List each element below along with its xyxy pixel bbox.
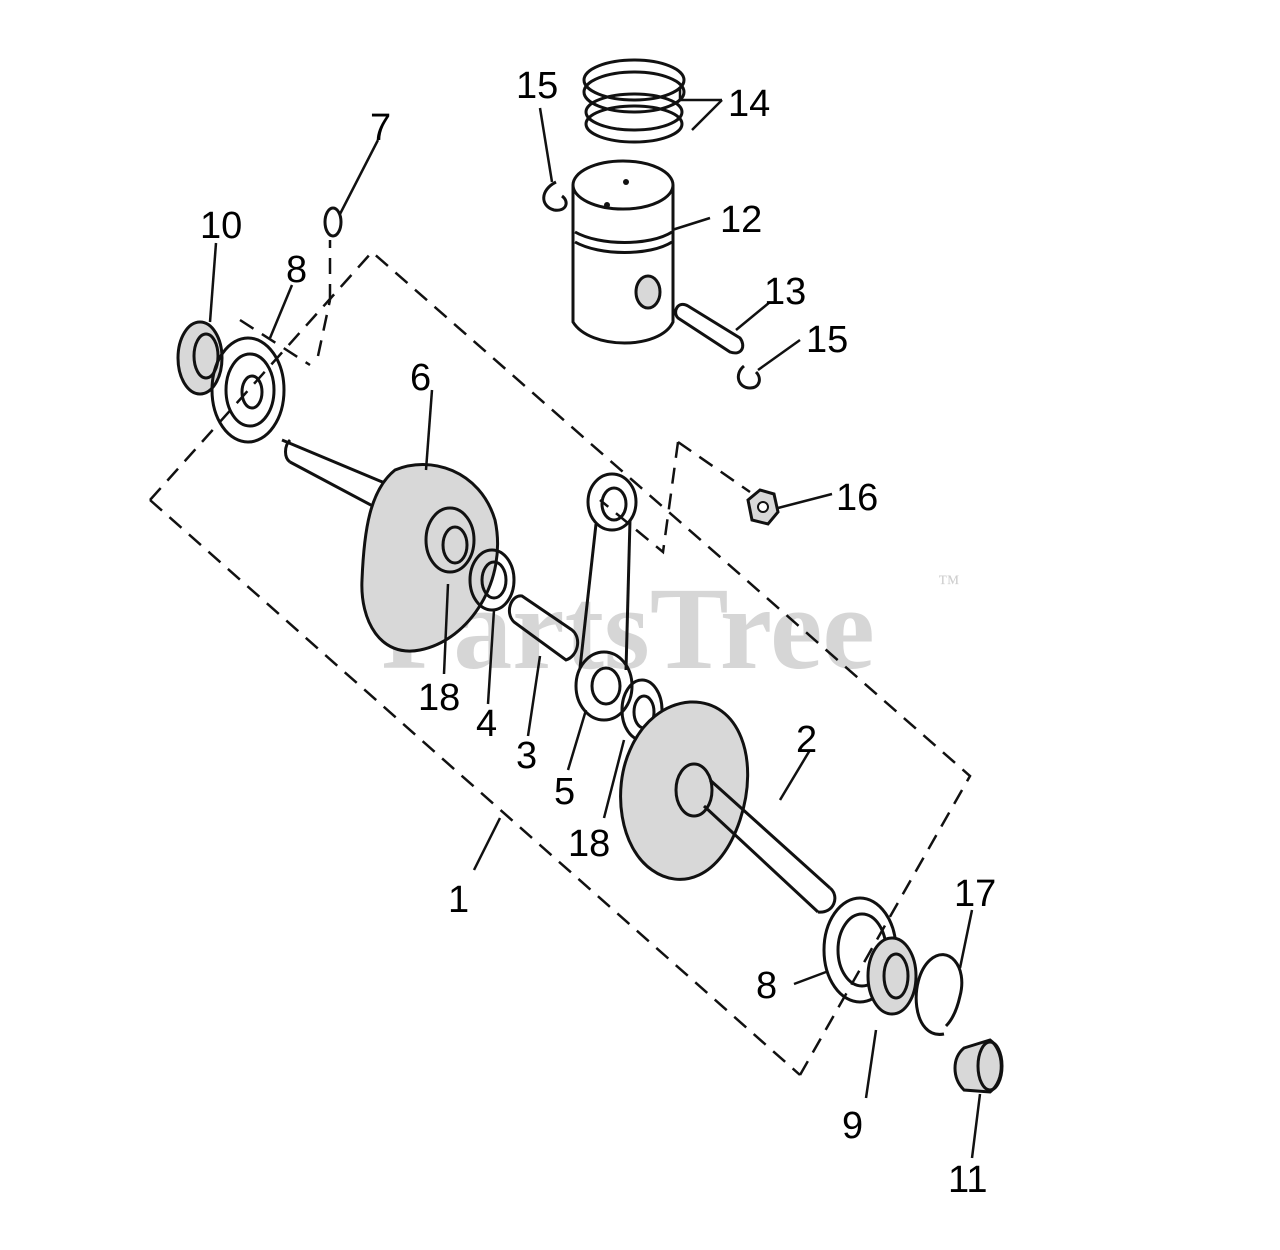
leader-lines (208, 88, 982, 1159)
piston (571, 159, 675, 345)
oil-seal-left (176, 320, 224, 396)
callout-8-left: 8 (286, 249, 307, 291)
crank-half-left (281, 438, 500, 653)
piston-pin-clip-upper (542, 180, 568, 212)
callout-7: 7 (370, 107, 391, 149)
oil-seal-right (866, 936, 918, 1016)
collar (953, 1038, 1004, 1094)
callout-18-right: 18 (568, 823, 610, 865)
callout-14: 14 (728, 83, 770, 125)
callout-5: 5 (554, 771, 575, 813)
callout-8-right: 8 (756, 965, 777, 1007)
callout-12: 12 (720, 199, 762, 241)
watermark-tm: ™ (938, 570, 960, 595)
piston-pin-clip-lower (736, 364, 761, 390)
callout-4: 4 (476, 703, 497, 745)
woodruff-key (323, 206, 343, 238)
callout-16: 16 (836, 477, 878, 519)
crank-pin (508, 594, 580, 662)
nut (746, 488, 780, 526)
callout-10: 10 (200, 205, 242, 247)
needle-bearing (468, 548, 516, 612)
callout-6: 6 (410, 357, 431, 399)
callout-18-left: 18 (418, 677, 460, 719)
callout-labels: 1 2 3 4 5 6 7 8 8 9 10 11 12 13 14 15 15… (200, 65, 996, 1201)
callout-3: 3 (516, 735, 537, 777)
snap-ring (914, 953, 964, 1036)
callout-13: 13 (764, 271, 806, 313)
crank-half-right (619, 700, 837, 914)
piston-rings (582, 58, 686, 144)
callout-17: 17 (954, 873, 996, 915)
callout-15-lower: 15 (806, 319, 848, 361)
callout-1: 1 (448, 879, 469, 921)
callout-11: 11 (948, 1159, 987, 1201)
bearing-left (210, 336, 286, 444)
piston-pin (674, 303, 745, 355)
callout-15-upper: 15 (516, 65, 558, 107)
callout-9: 9 (842, 1105, 863, 1147)
callout-2: 2 (796, 719, 817, 761)
